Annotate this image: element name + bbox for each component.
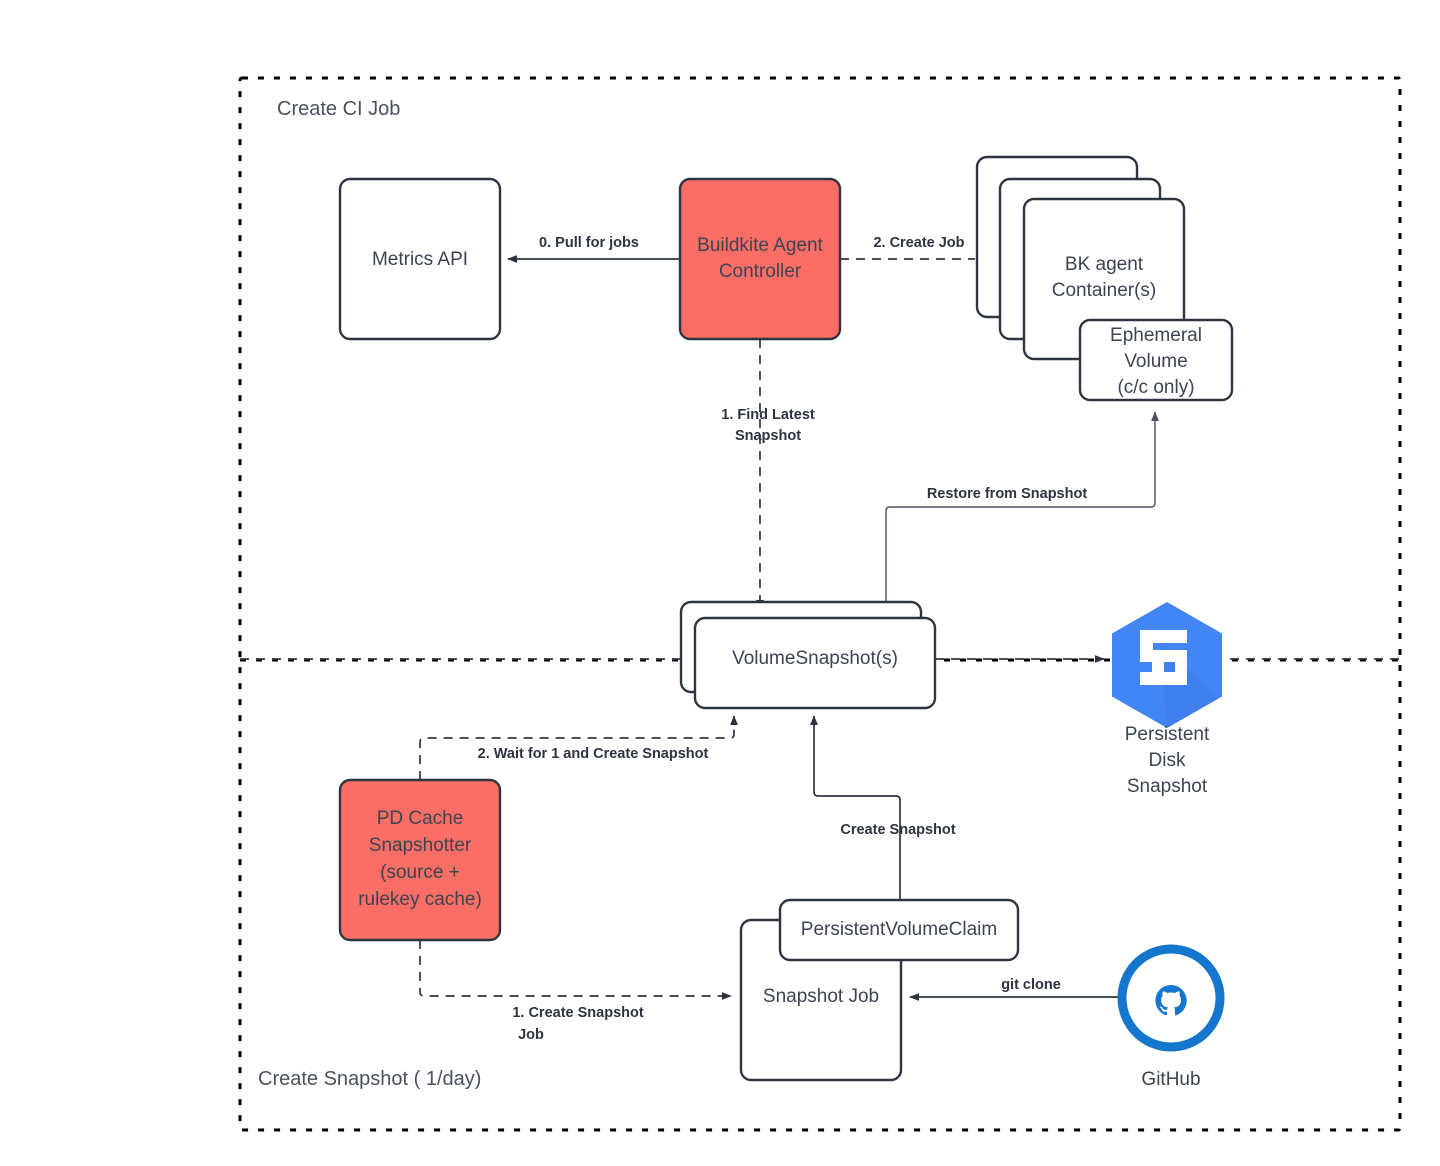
node-buildkite-agent-controller-label-line2: Controller bbox=[719, 261, 802, 282]
node-metrics-api[interactable]: Metrics API bbox=[338, 177, 502, 341]
edge-label-find-latest-snapshot-line2: Snapshot bbox=[735, 428, 801, 444]
edge-label-pull-for-jobs: 0. Pull for jobs bbox=[539, 235, 639, 251]
edge-label-restore-from-snapshot: Restore from Snapshot bbox=[927, 486, 1087, 502]
gcp-persistent-disk-snapshot-caption-line2: Disk bbox=[1149, 750, 1186, 771]
edge-create-snapshot-line bbox=[810, 715, 901, 930]
node-volume-snapshots[interactable]: VolumeSnapshot(s) bbox=[679, 600, 937, 710]
group-label-create-ci-job: Create CI Job bbox=[277, 98, 400, 120]
node-ephemeral-volume[interactable]: Ephemeral Volume (c/c only) bbox=[1078, 318, 1234, 402]
edge-label-create-job: 2. Create Job bbox=[873, 235, 964, 251]
node-persistent-volume-claim-label: PersistentVolumeClaim bbox=[801, 919, 997, 940]
edge-label-wait-for-1: 2. Wait for 1 and Create Snapshot bbox=[478, 746, 709, 762]
node-ephemeral-volume-label-line1: Ephemeral bbox=[1110, 325, 1202, 346]
node-metrics-api-label: Metrics API bbox=[372, 249, 468, 270]
gcp-persistent-disk-snapshot-icon bbox=[1112, 602, 1222, 728]
github-octocat-icon bbox=[1117, 944, 1225, 1052]
node-pd-cache-snapshotter-label-line2: Snapshotter bbox=[369, 835, 472, 856]
node-bk-agent-containers-label-line1: BK agent bbox=[1065, 254, 1144, 275]
gcp-persistent-disk-snapshot-caption-line1: Persistent bbox=[1125, 724, 1210, 745]
edge-label-git-clone: git clone bbox=[1001, 977, 1061, 993]
node-ephemeral-volume-label-line3: (c/c only) bbox=[1117, 377, 1194, 398]
edge-label-create-snapshot-job-line2: Job bbox=[518, 1027, 544, 1043]
node-pd-cache-snapshotter-label-line3: (source + bbox=[380, 862, 460, 883]
gcp-persistent-disk-snapshot-caption-line3: Snapshot bbox=[1127, 776, 1208, 797]
edge-label-create-snapshot-job-line1: 1. Create Snapshot bbox=[512, 1005, 644, 1021]
edge-wait-for-1-line bbox=[419, 715, 738, 780]
node-ephemeral-volume-label-line2: Volume bbox=[1124, 351, 1187, 372]
edge-create-snapshot-job-line bbox=[419, 940, 732, 1000]
node-snapshot-job-label: Snapshot Job bbox=[763, 986, 879, 1007]
node-pd-cache-snapshotter-label-line1: PD Cache bbox=[377, 808, 464, 829]
node-pd-cache-snapshotter[interactable]: PD Cache Snapshotter (source + rulekey c… bbox=[338, 778, 502, 942]
edge-label-create-snapshot: Create Snapshot bbox=[840, 822, 955, 838]
outer-boundary bbox=[238, 76, 1402, 1132]
node-bk-agent-containers-label-line2: Container(s) bbox=[1052, 280, 1157, 301]
edge-restore-from-snapshot-line bbox=[885, 411, 1159, 640]
node-volume-snapshots-stack-front bbox=[693, 616, 937, 710]
node-buildkite-agent-controller[interactable]: Buildkite Agent Controller bbox=[678, 177, 842, 341]
node-volume-snapshots-label: VolumeSnapshot(s) bbox=[732, 648, 898, 669]
node-pd-cache-snapshotter-label-line4: rulekey cache) bbox=[358, 889, 482, 910]
github-caption: GitHub bbox=[1141, 1069, 1200, 1090]
edge-label-find-latest-snapshot-line1: 1. Find Latest bbox=[721, 407, 815, 423]
node-persistent-volume-claim[interactable]: PersistentVolumeClaim bbox=[778, 898, 1020, 962]
group-label-create-snapshot: Create Snapshot ( 1/day) bbox=[258, 1068, 481, 1090]
node-bk-agent-containers[interactable]: BK agent Container(s) bbox=[975, 155, 1186, 361]
node-buildkite-agent-controller-label-line1: Buildkite Agent bbox=[697, 235, 823, 256]
